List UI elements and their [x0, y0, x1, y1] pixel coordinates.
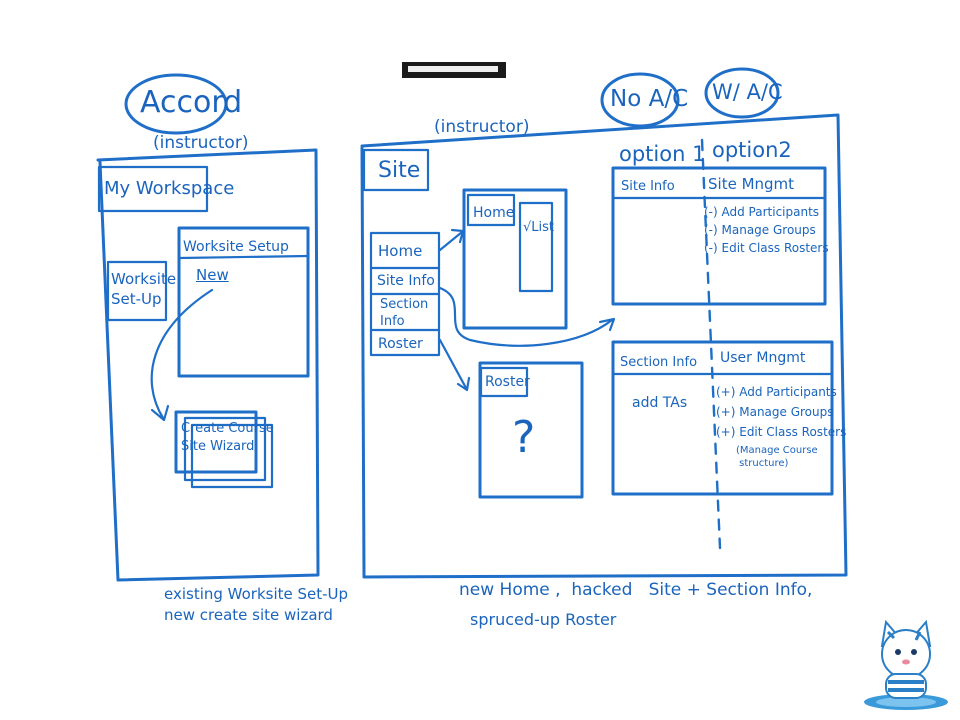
- worksite-setup-title: Worksite Setup: [183, 239, 289, 255]
- no-ac-label: No A/C: [610, 86, 689, 112]
- caption-right-line1: new Home , hacked Site + Section Info,: [459, 580, 813, 600]
- site-mngmt-header: Site Mngmt: [708, 175, 795, 193]
- add-tas-label: add TAs: [632, 395, 688, 411]
- nav-roster[interactable]: Roster: [378, 336, 423, 352]
- instructor-left-label: (instructor): [153, 133, 249, 153]
- caption-right-line2: spruced-up Roster: [470, 610, 617, 629]
- roster-question-mark: ?: [512, 412, 536, 463]
- new-link[interactable]: New: [196, 266, 229, 284]
- list-box: √List: [523, 220, 555, 235]
- worksite-setup-nav[interactable]: Worksite Set-Up: [111, 270, 177, 308]
- caption-left: existing Worksite Set-Up new create site…: [164, 585, 349, 624]
- accord-title: Accord: [140, 85, 243, 120]
- manage-course-note: (Manage Course structure): [736, 445, 818, 469]
- user-item-2: (+) Manage Groups: [716, 405, 834, 419]
- my-workspace-label: My Workspace: [104, 178, 235, 199]
- instructor-mid-label: (instructor): [434, 117, 530, 137]
- site-label: Site: [378, 158, 421, 183]
- site-item-1: (-) Add Participants: [704, 205, 820, 219]
- create-course-site-wizard: Create Course Site Wizard: [181, 421, 274, 454]
- user-item-3: (+) Edit Class Rosters: [716, 425, 847, 439]
- site-item-3: (-) Edit Class Rosters: [704, 241, 829, 255]
- nav-section-info[interactable]: Section Info: [380, 297, 429, 329]
- site-item-2: (-) Manage Groups: [704, 223, 816, 237]
- cat-mascot-logo: [864, 619, 948, 710]
- user-item-1: (+) Add Participants: [716, 385, 837, 399]
- user-mngmt-header: User Mngmt: [720, 350, 806, 366]
- nav-home[interactable]: Home: [378, 242, 423, 260]
- option1-label: option 1: [619, 142, 706, 166]
- roster-window-title: Roster: [485, 374, 530, 390]
- home-window-title: Home: [473, 205, 515, 221]
- site-info-header: Site Info: [621, 179, 675, 194]
- nav-site-info[interactable]: Site Info: [377, 273, 435, 289]
- option2-label: option2: [712, 138, 792, 162]
- w-ac-label: W/ A/C: [712, 80, 783, 104]
- section-info-header: Section Info: [620, 355, 698, 370]
